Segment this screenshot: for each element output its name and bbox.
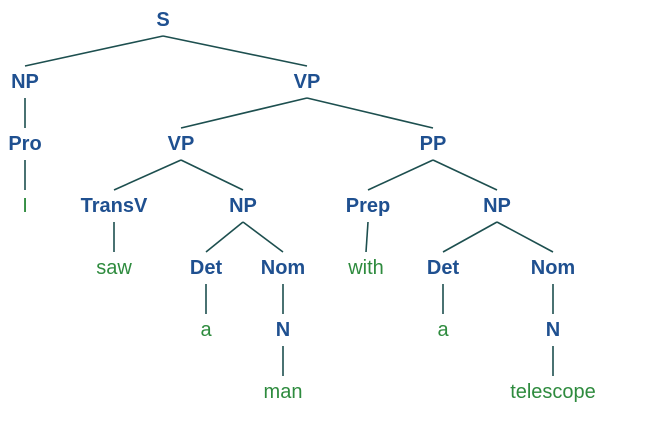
tree-edge-pp-to-prep (367, 159, 434, 191)
category-node-det2: Det (427, 257, 460, 279)
tree-edge-s-to-vp1 (162, 35, 308, 67)
tree-edge-vp2-to-transv (113, 159, 182, 191)
tree-edge-pp-to-np3 (432, 159, 498, 191)
word-node-w-i: I (22, 195, 28, 217)
category-node-nom1: Nom (261, 257, 305, 279)
tree-edge-vp1-to-pp (306, 97, 434, 129)
category-node-pro: Pro (8, 133, 41, 155)
category-node-nom2: Nom (531, 257, 575, 279)
category-node-np2: NP (229, 195, 257, 217)
word-node-w-a1: a (200, 319, 212, 341)
category-node-n1: N (276, 319, 290, 341)
category-node-np3: NP (483, 195, 511, 217)
category-node-s: S (156, 9, 169, 31)
category-node-transv: TransV (81, 195, 148, 217)
category-node-det1: Det (190, 257, 223, 279)
category-node-pp: PP (420, 133, 447, 155)
category-node-vp1: VP (294, 71, 321, 93)
word-node-w-saw: saw (96, 257, 132, 279)
tree-edge-np3-to-nom2 (496, 221, 554, 253)
tree-edges (24, 35, 554, 376)
category-node-np1: NP (11, 71, 39, 93)
tree-edge-np2-to-det1 (205, 221, 244, 253)
tree-edge-np2-to-nom1 (242, 221, 284, 253)
word-node-w-man: man (264, 381, 303, 403)
tree-edge-vp1-to-vp2 (180, 97, 308, 129)
tree-edge-s-to-np1 (24, 35, 164, 67)
tree-edge-prep-to-w-with (365, 221, 369, 253)
category-node-n2: N (546, 319, 560, 341)
tree-edge-vp2-to-np2 (180, 159, 244, 191)
tree-edge-np3-to-det2 (442, 221, 498, 253)
word-node-w-tel: telescope (510, 381, 596, 403)
word-node-w-with: with (347, 257, 384, 279)
category-node-prep: Prep (346, 195, 390, 217)
word-node-w-a2: a (437, 319, 449, 341)
category-node-vp2: VP (168, 133, 195, 155)
